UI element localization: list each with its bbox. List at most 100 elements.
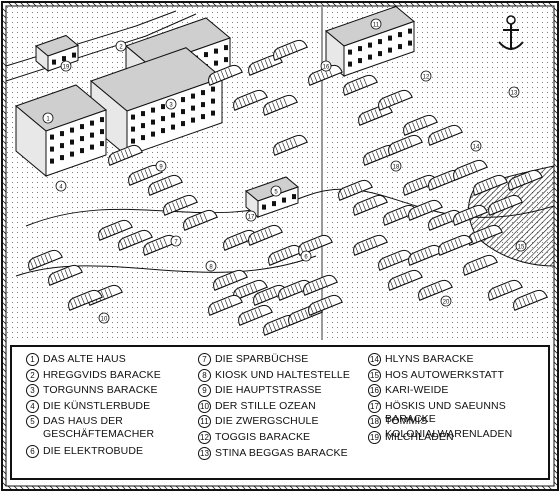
border-tick [133,1,139,7]
border-tick [1,79,7,85]
barrack-hut [268,244,303,266]
border-tick [535,1,541,7]
border-tick [373,1,379,7]
legend-label: TOGGIS BARACKE [215,430,311,443]
border-tick [85,1,91,7]
border-tick [1,67,7,73]
border-tick [217,485,223,491]
legend-label: STINA BEGGAS BARACKE [215,446,348,459]
barrack-hut [238,304,273,326]
border-tick [205,485,211,491]
border-tick [193,485,199,491]
map-marker: 6 [300,250,312,262]
border-tick [49,485,55,491]
border-tick [553,133,559,139]
barrack-hut [68,289,103,311]
border-tick [1,199,7,205]
border-tick [427,485,433,491]
border-tick [553,187,559,193]
svg-text:3: 3 [169,103,173,109]
legend-number: 8 [198,368,211,382]
border-tick [475,1,481,7]
border-tick [553,79,559,85]
border-tick [523,1,529,7]
svg-text:11: 11 [373,23,380,29]
border-tick [553,31,559,37]
border-tick [1,139,7,145]
border-tick [553,193,559,199]
border-tick [1,475,7,481]
barrack-hut [278,279,313,301]
barrack-hut [428,124,463,146]
border-tick [505,485,511,491]
map-marker: 15 [515,240,527,252]
border-tick [553,109,559,115]
border-tick [43,485,49,491]
border-tick [181,485,187,491]
border-tick [241,485,247,491]
border-tick [265,485,271,491]
border-tick [97,485,103,491]
border-tick [469,1,475,7]
border-tick [199,485,205,491]
border-tick [553,91,559,97]
legend-number: 5 [26,415,39,429]
building-block [35,34,79,73]
border-tick [1,307,7,313]
border-tick [253,1,259,7]
map-marker: 19 [60,60,72,72]
svg-text:15: 15 [518,245,525,251]
border-tick [451,1,457,7]
legend-number: 4 [26,399,39,413]
border-tick [505,1,511,7]
border-tick [175,485,181,491]
barrack-hut [108,144,143,166]
border-tick [553,301,559,307]
border-tick [1,337,7,343]
border-tick [151,1,157,7]
legend-number: 12 [198,430,211,444]
border-tick [343,1,349,7]
barrack-hut [463,254,498,276]
legend-number: 13 [198,446,211,460]
border-tick [541,1,547,7]
border-tick [553,463,559,469]
legend-number: 7 [198,353,211,366]
border-tick [427,1,433,7]
svg-text:6: 6 [304,255,308,261]
border-tick [439,485,445,491]
border-tick [139,1,145,7]
border-tick [553,283,559,289]
barrack-hut [273,134,308,156]
legend-number: 6 [26,445,39,459]
legend-label: MILCHLADEN [385,430,454,443]
legend-number: 16 [368,384,381,398]
border-tick [19,485,25,491]
barrack-hut [208,64,243,86]
border-tick [349,485,355,491]
border-tick [49,1,55,7]
border-tick [283,485,289,491]
border-tick [19,1,25,7]
map-marker: 4 [55,180,67,192]
building-block [245,176,299,219]
border-tick [211,1,217,7]
border-tick [553,199,559,205]
border-tick [313,485,319,491]
border-tick [331,1,337,7]
border-tick [1,235,7,241]
border-tick [553,151,559,157]
border-tick [211,485,217,491]
border-tick [553,271,559,277]
border-tick [1,469,7,475]
border-tick [1,319,7,325]
border-tick [187,1,193,7]
legend-label: DAS ALTE HAUS [43,353,126,365]
